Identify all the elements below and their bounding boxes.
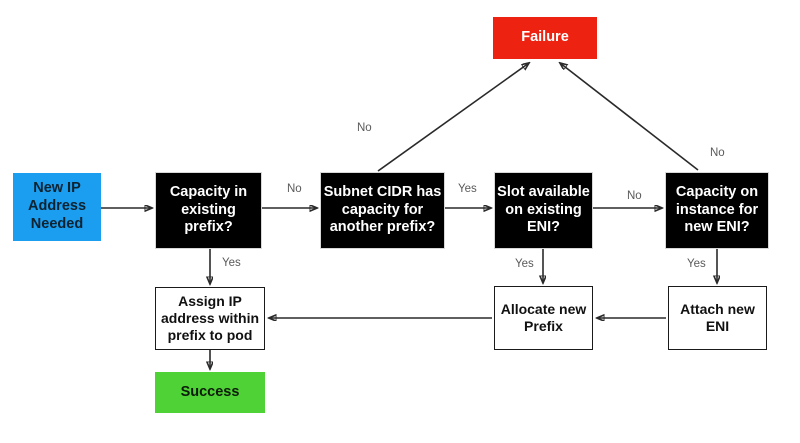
edge-label-capacity-yes: Yes	[222, 257, 241, 269]
node-success[interactable]: Success	[155, 372, 265, 413]
node-failure[interactable]: Failure	[493, 17, 597, 59]
edge-subnet-no-to-failure	[377, 63, 529, 172]
node-assign-ip-address[interactable]: Assign IP address within prefix to pod	[155, 287, 265, 350]
edge-label-capacity-eni-no: No	[710, 147, 725, 159]
edge-capacity-eni-no-to-failure	[560, 63, 699, 171]
edge-label-subnet-no: No	[357, 122, 372, 134]
node-attach-new-eni[interactable]: Attach new ENI	[668, 286, 767, 350]
node-allocate-new-prefix[interactable]: Allocate new Prefix	[494, 286, 593, 350]
edge-label-subnet-yes: Yes	[458, 183, 477, 195]
node-subnet-cidr-has-capacity[interactable]: Subnet CIDR has capacity for another pre…	[320, 172, 445, 249]
edge-label-capacity-eni-yes: Yes	[687, 258, 706, 270]
edge-label-slot-yes: Yes	[515, 258, 534, 270]
node-new-ip-address-needed[interactable]: New IP Address Needed	[13, 173, 101, 241]
edge-label-capacity-no: No	[287, 183, 302, 195]
edge-label-slot-no: No	[627, 190, 642, 202]
node-slot-available-on-existing-eni[interactable]: Slot available on existing ENI?	[494, 172, 593, 249]
node-capacity-in-existing-prefix[interactable]: Capacity in existing prefix?	[155, 172, 262, 249]
node-capacity-on-instance-for-new-eni[interactable]: Capacity on instance for new ENI?	[665, 172, 769, 249]
